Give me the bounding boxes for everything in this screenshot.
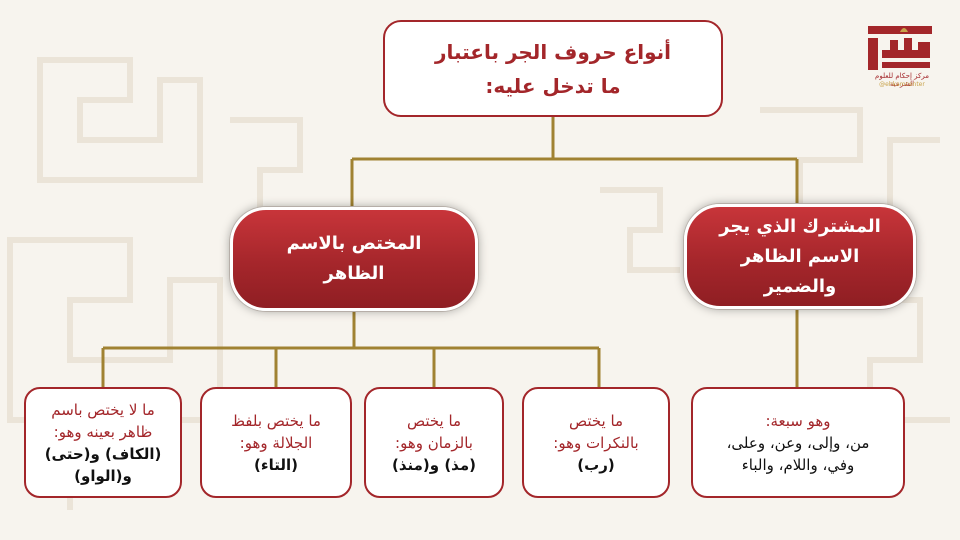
leaf-majesty-line2: الجلالة وهو: (239, 433, 313, 452)
leaf-majesty-examples: (التاء) (254, 455, 298, 474)
leaf-time-line2: بالزمان وهو: (395, 433, 473, 452)
leaf-indefinite-examples: (رب) (577, 455, 615, 474)
leaf-not-specific: ما لا يختص باسم ظاهر بعينه وهو: (الكاف) … (24, 387, 182, 498)
category-common-line3: والضمير (763, 275, 837, 297)
root-title-line2: ما تدخل عليه: (485, 73, 621, 98)
leaf-time-examples: (مذ) و(منذ) (392, 455, 476, 474)
leaf-seven-list-1: من، وإلى، وعن، وعلى، (726, 433, 870, 452)
category-common-line1: المشترك الذي يجر (719, 215, 881, 237)
ehkam-logo (868, 26, 932, 70)
leaf-not-specific-line1: ما لا يختص باسم (51, 400, 155, 419)
category-common-line2: الاسم الظاهر (740, 245, 860, 267)
leaf-indefinite-line1: ما يختص (568, 411, 624, 430)
leaf-not-specific-line2: ظاهر بعينه وهو: (53, 422, 153, 441)
leaf-indefinite-line2: بالنكرات وهو: (553, 433, 639, 452)
category-specific-node: المختص بالاسم الظاهر (230, 207, 478, 311)
logo-handle: @ehkamcenter (879, 81, 925, 88)
leaf-indefinite: ما يختص بالنكرات وهو: (رب) (522, 387, 670, 498)
root-node: أنواع حروف الجر باعتبار ما تدخل عليه: (383, 20, 723, 117)
leaf-time: ما يختص بالزمان وهو: (مذ) و(منذ) (364, 387, 504, 498)
leaf-not-specific-examples-2: و(الواو) (74, 466, 132, 485)
leaf-majesty-line1: ما يختص بلفظ (231, 411, 321, 430)
leaf-seven-letters: وهو سبعة: من، وإلى، وعن، وعلى، وفي، والل… (691, 387, 905, 498)
leaf-seven-intro: وهو سبعة: (765, 411, 831, 430)
leaf-majesty: ما يختص بلفظ الجلالة وهو: (التاء) (200, 387, 352, 498)
category-specific-line2: الظاهر (323, 263, 385, 284)
root-title-line1: أنواع حروف الجر باعتبار (434, 39, 672, 64)
leaf-not-specific-examples: (الكاف) و(حتى) (44, 444, 162, 463)
category-specific-line1: المختص بالاسم (286, 233, 422, 254)
logo-subtitle: مركز إحكام للعلوم الشرعية (875, 72, 929, 88)
leaf-seven-list-2: وفي، واللام، والباء (741, 455, 855, 474)
leaf-time-line1: ما يختص (406, 411, 462, 430)
category-common-node: المشترك الذي يجر الاسم الظاهر والضمير (684, 204, 916, 309)
